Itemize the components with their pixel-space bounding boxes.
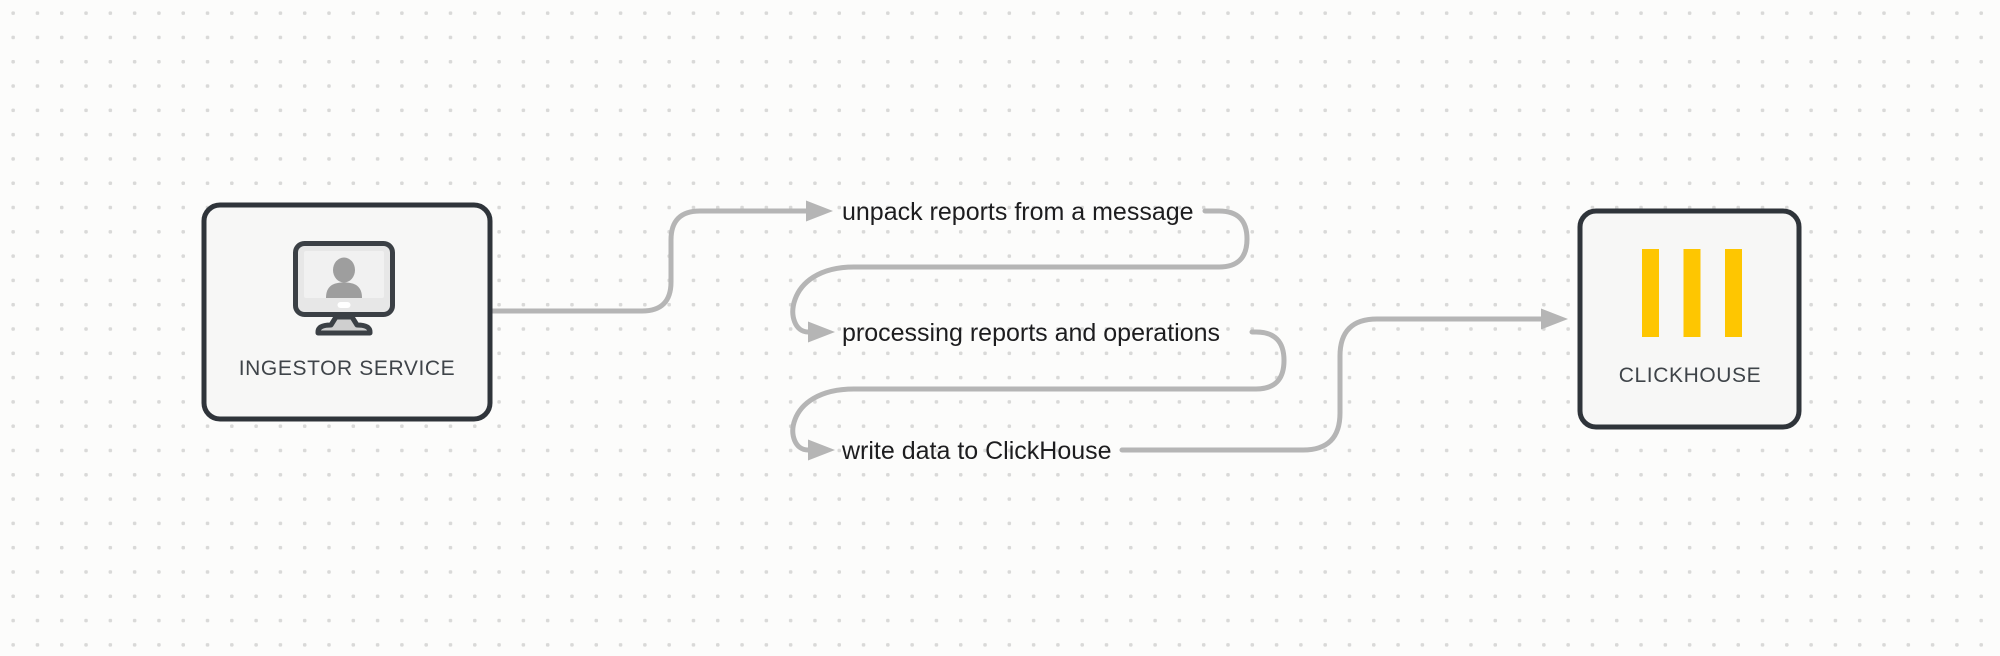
monitor-stand — [315, 314, 373, 336]
node-clickhouse-label: CLICKHOUSE — [1619, 364, 1762, 387]
monitor-user-icon — [293, 241, 395, 336]
connector-step1-to-step2 — [790, 208, 1250, 335]
arrowhead-step3-icon — [808, 439, 835, 461]
connector-step3-to-clickhouse — [1119, 316, 1544, 453]
arrowhead-clickhouse-icon — [1541, 308, 1568, 330]
step-label-unpack: unpack reports from a message — [842, 198, 1194, 226]
arrowhead-step2-icon — [808, 321, 835, 343]
arrowhead-step1-icon — [806, 200, 833, 222]
connector-step2-to-step3 — [790, 329, 1287, 453]
user-silhouette-icon — [326, 257, 362, 298]
clickhouse-bars-icon — [1642, 249, 1742, 337]
arrowheads — [806, 200, 1568, 461]
step-label-processing: processing reports and operations — [842, 319, 1220, 347]
node-ingestor-label: INGESTOR SERVICE — [239, 357, 456, 380]
monitor-chin-pill — [337, 302, 351, 308]
node-ingestor-service[interactable]: INGESTOR SERVICE — [201, 202, 493, 422]
connector-ingestor-to-step1 — [489, 208, 809, 314]
connector-paths — [489, 208, 1544, 453]
step-label-write: write data to ClickHouse — [841, 437, 1112, 465]
node-clickhouse[interactable]: CLICKHOUSE — [1577, 208, 1802, 430]
